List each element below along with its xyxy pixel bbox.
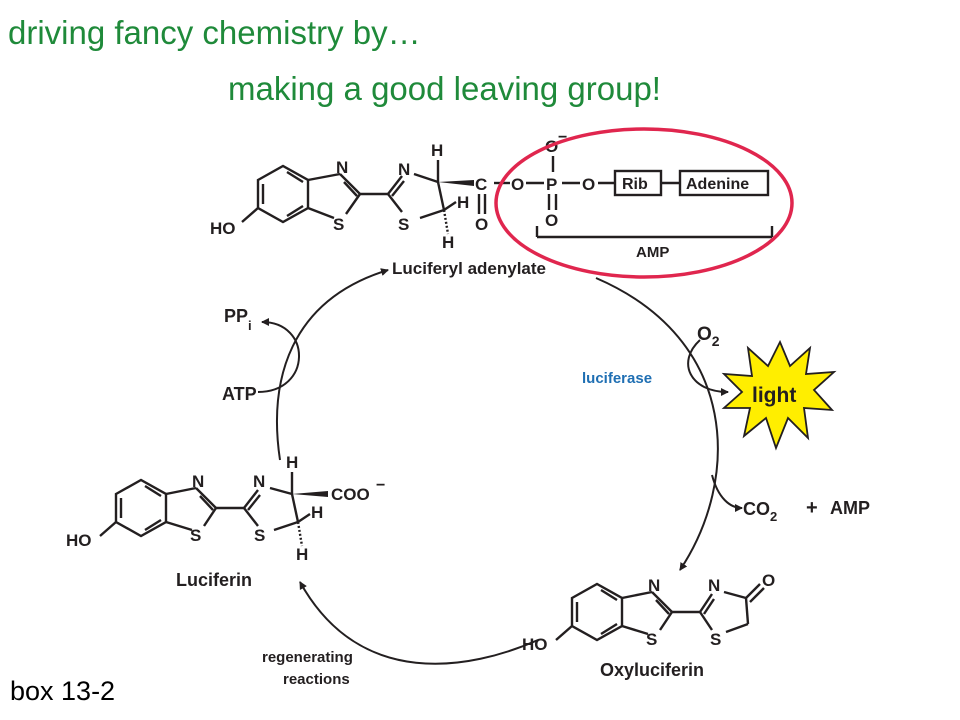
luciferyl-adenylate-structure [241, 156, 774, 239]
reaction-cycle-arrows [257, 268, 743, 665]
atom-s: S [398, 215, 409, 234]
atom-s: S [710, 630, 721, 649]
o2-label: O2 [697, 324, 720, 349]
oxyluciferin-name: Oxyluciferin [600, 660, 704, 680]
adenine-box-label: Adenine [686, 176, 749, 193]
atom-ho: HO [522, 635, 548, 654]
light-label: light [752, 384, 796, 407]
amp-bracket-label: AMP [636, 244, 669, 261]
atp-label: ATP [222, 384, 257, 404]
amp-product-label: AMP [830, 498, 870, 518]
cycle-labels: PPi ATP luciferase O2 CO2 + AMP regenera… [222, 306, 870, 688]
arrow-luciferin-to-adenylate [276, 268, 389, 461]
minus-charge: − [376, 477, 385, 494]
carboxylate-label: COO [331, 485, 370, 504]
minus-charge: − [558, 129, 567, 146]
atom-n: N [648, 576, 660, 595]
oxyluciferin-structure [555, 582, 765, 642]
arrow-oxyluciferin-to-luciferin [299, 581, 539, 665]
arrow-atp-to-ppi [257, 318, 300, 393]
title-line-2: making a good leaving group! [228, 70, 661, 107]
luciferin-name: Luciferin [176, 570, 252, 590]
luciferyl-adenylate-name: Luciferyl adenylate [392, 259, 546, 278]
atom-p: P [546, 175, 557, 194]
arrow-adenylate-to-oxyluciferin [595, 277, 719, 571]
atom-s: S [646, 630, 657, 649]
plus-sign: + [806, 497, 818, 519]
atom-o: O [762, 571, 775, 590]
atom-o: O [475, 215, 488, 234]
arrow-o2-to-light [687, 339, 729, 396]
atom-o: O [582, 175, 595, 194]
atom-h: H [296, 545, 308, 564]
luciferin-labels: HO N S N S H H H COO − Luciferin [66, 453, 385, 590]
co2-label: CO2 [743, 499, 777, 524]
atom-o: O [545, 211, 558, 230]
atom-c: C [475, 175, 487, 194]
starburst-shape [721, 339, 837, 451]
atom-h: H [431, 141, 443, 160]
atom-n: N [708, 576, 720, 595]
regenerating-label-line2: reactions [283, 671, 350, 688]
luciferin-structure [99, 472, 328, 547]
oxyluciferin-labels: HO N S N S O Oxyluciferin [522, 571, 775, 680]
atom-n: N [398, 160, 410, 179]
atom-h: H [311, 503, 323, 522]
atom-h: H [457, 193, 469, 212]
atom-n: N [253, 472, 265, 491]
atom-h: H [286, 453, 298, 472]
enzyme-label-luciferase: luciferase [582, 370, 652, 387]
atom-h: H [442, 233, 454, 252]
atom-n: N [192, 472, 204, 491]
light-burst: light [721, 339, 837, 451]
ppi-label: PPi [224, 306, 252, 333]
atom-ho: HO [66, 531, 92, 550]
atom-s: S [333, 215, 344, 234]
atom-s: S [190, 526, 201, 545]
atom-s: S [254, 526, 265, 545]
atom-o: O [511, 175, 524, 194]
atom-n: N [336, 158, 348, 177]
atom-ho: HO [210, 219, 236, 238]
regenerating-label-line1: regenerating [262, 649, 353, 666]
leaving-group-highlight-ring [494, 127, 794, 279]
figure-caption: box 13-2 [10, 676, 116, 706]
title-line-1: driving fancy chemistry by… [8, 14, 421, 51]
rib-box-label: Rib [622, 176, 648, 193]
luciferyl-adenylate-labels: HO N S N S H H H C O O P O − O O Rib Ade… [210, 129, 749, 278]
arrow-co2-amp-out [711, 474, 743, 512]
